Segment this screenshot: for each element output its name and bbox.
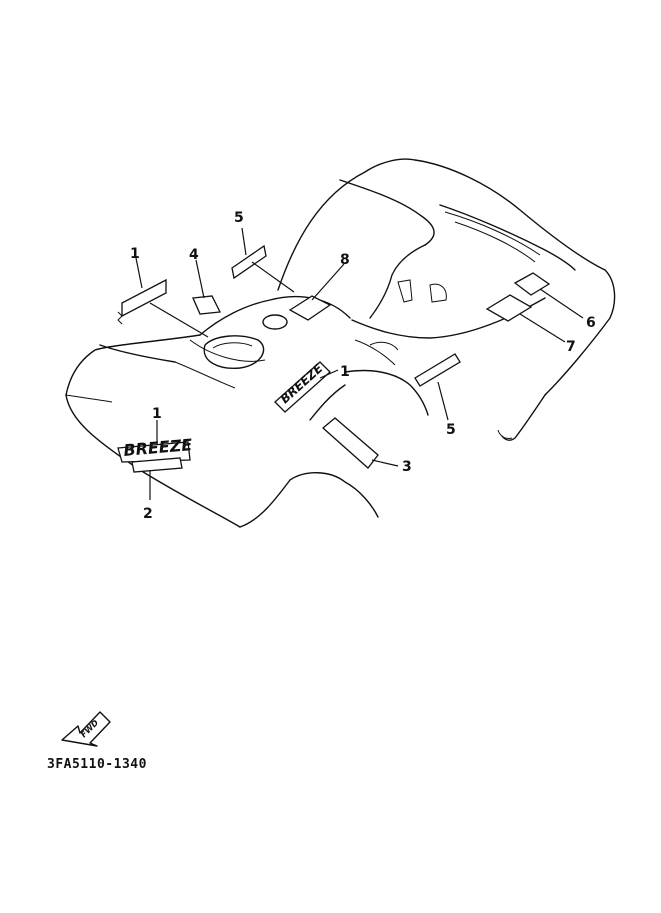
part-code: 3FA5110-1340 [47,757,147,772]
callout-6: 6 [586,315,596,331]
decal-7 [485,294,533,322]
callout-5-top: 5 [234,210,244,226]
decal-1-upper [117,278,167,325]
decal-5-rear-emblem: YAMAHA [414,353,461,387]
callout-2: 2 [143,506,153,522]
callout-5-rear: 5 [446,422,456,438]
decal-8 [288,295,332,321]
rear-emblem-text: YAMAHA [419,359,452,383]
leader-lines [135,227,584,500]
decal-1-front-breeze: BREEZE YAMAHA [117,435,193,473]
callout-4: 4 [189,247,199,263]
callout-numbers: 1 4 5 8 1 1 2 3 5 6 7 [130,210,596,522]
decal-1-side-breeze: BREEZE [274,361,331,413]
fender-recesses [203,314,288,369]
decal-3 [322,417,379,469]
fwd-arrow-icon: FWD [61,711,111,747]
front-sub-label: YAMAHA [141,460,175,471]
decal-4 [192,295,222,315]
callout-1-front: 1 [152,406,162,422]
side-logo-text: BREEZE [278,361,326,407]
callout-1-top-left: 1 [130,246,140,262]
callout-8: 8 [340,252,350,268]
callout-3: 3 [402,459,412,475]
rear-fender-outline [65,158,616,528]
decal-5-upper [231,244,267,280]
callout-1-side: 1 [340,364,350,380]
decal-6 [513,272,551,296]
callout-7: 7 [566,339,576,355]
